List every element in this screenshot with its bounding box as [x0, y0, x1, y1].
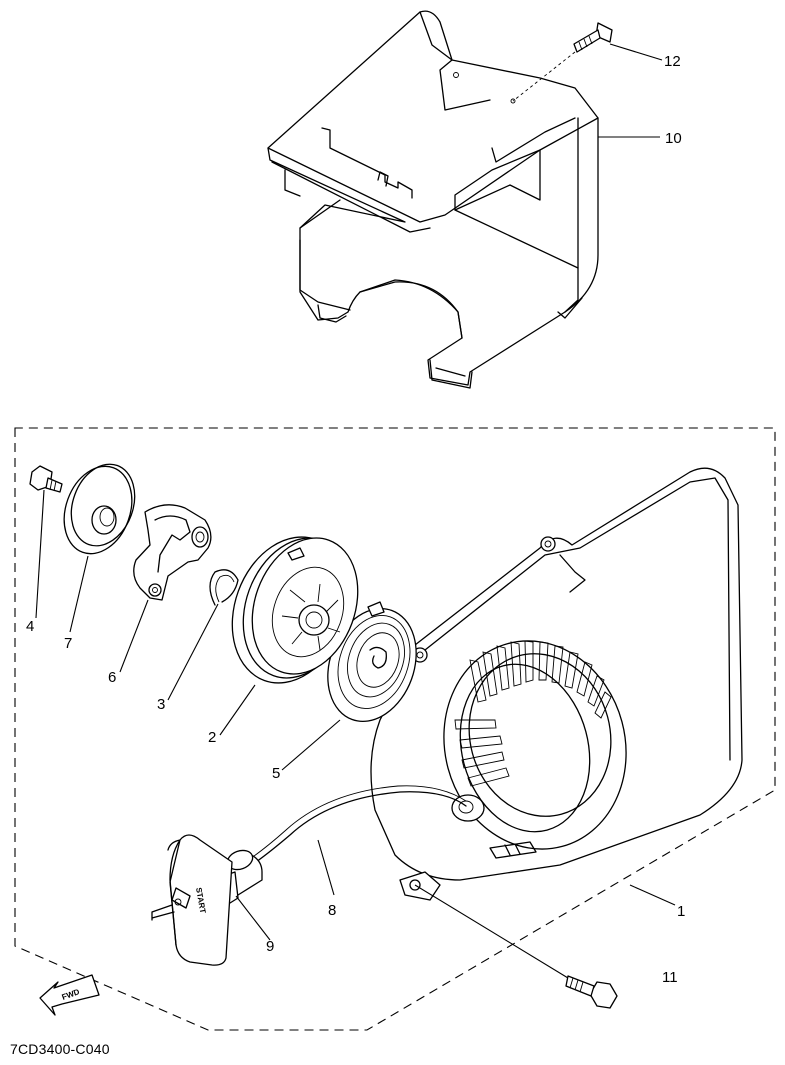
- starter-rope: [253, 785, 467, 863]
- bolt-12: [512, 22, 613, 102]
- starter-housing: [370, 467, 743, 901]
- cover-bracket: [267, 10, 599, 389]
- callout-6: 6: [108, 669, 116, 686]
- callout-2: 2: [208, 729, 216, 746]
- forward-direction-arrow: FWD: [39, 974, 100, 1016]
- handle-label: START: [194, 887, 207, 914]
- callout-9: 9: [266, 938, 274, 955]
- callout-numbers: 1 2 3 4 5 6 7 8 9 10 11 12: [26, 53, 685, 986]
- callout-5: 5: [272, 765, 280, 782]
- bolt-11: [414, 884, 618, 1009]
- callout-3: 3: [157, 696, 165, 713]
- spring-clip: [209, 569, 239, 606]
- callout-8: 8: [328, 902, 336, 919]
- friction-plate: [133, 504, 212, 601]
- callout-7: 7: [64, 635, 72, 652]
- callout-12: 12: [664, 53, 681, 70]
- callout-1: 1: [677, 903, 685, 920]
- callout-4: 4: [26, 618, 34, 635]
- callout-11: 11: [662, 969, 678, 986]
- assembly-boundary: [14, 427, 776, 1031]
- rope-pulley: [231, 536, 359, 684]
- recoil-spring: [327, 601, 417, 723]
- callout-10: 10: [665, 130, 682, 147]
- screw-4: [29, 465, 63, 493]
- drive-plate: [63, 463, 136, 555]
- diagram-code: 7CD3400-C040: [10, 1041, 110, 1057]
- starter-handle: [151, 834, 263, 966]
- leader-lines: [35, 43, 676, 941]
